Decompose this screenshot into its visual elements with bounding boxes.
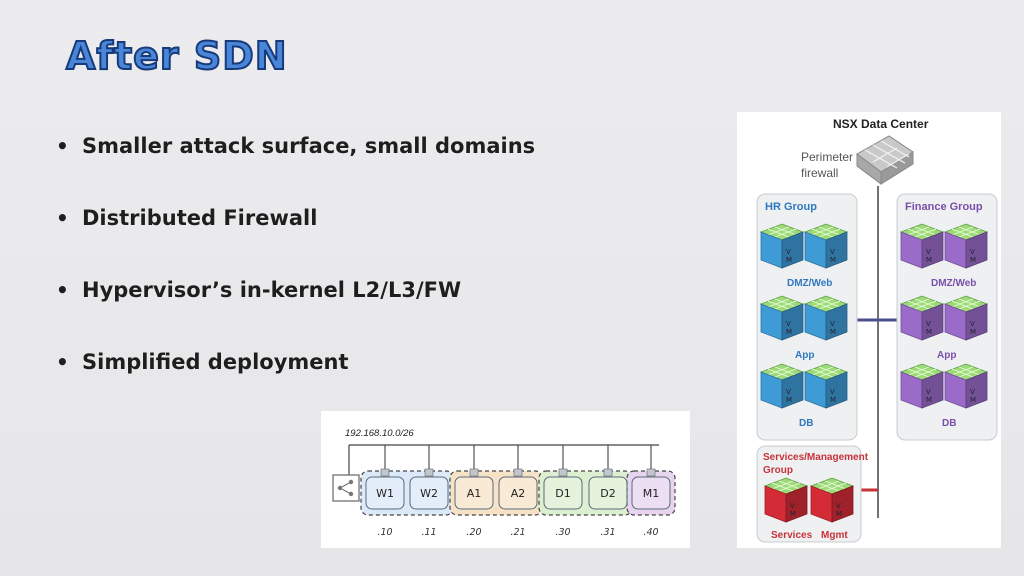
vm-node-address: .10 [377,527,392,538]
vm-letter-v: V [836,502,841,510]
hr-vm-icon: VM [759,295,805,341]
vm-node-label: D2 [600,487,615,500]
vm-letter-m: M [830,396,836,404]
hr-vm-icon: VM [759,363,805,409]
finance-vm-icon: VM [899,295,945,341]
finance-tier-label: App [937,350,956,361]
subnet-label: 192.168.10.0/26 [345,428,414,439]
services-group-label: Services/Management [763,452,869,463]
vm-node-label: W2 [420,487,438,500]
vm-node-address: .20 [466,527,481,538]
vm-node: M1 [631,445,671,510]
finance-tier-label: DMZ/Web [931,278,976,289]
hr-tier-label: App [795,350,814,361]
finance-vm-icon: VM [943,223,989,269]
bullet-list: Smaller attack surface, small domains Di… [56,128,535,416]
vm-letter-v: V [786,388,791,396]
vm-letter-v: V [926,320,931,328]
vm-node-address: .11 [421,527,436,538]
finance-tier-label: DB [942,418,956,429]
bullet-item: Hypervisor’s in-kernel L2/L3/FW [56,272,535,344]
vm-letter-v: V [786,248,791,256]
vm-letter-m: M [786,328,792,336]
vm-letter-v: V [830,388,835,396]
vm-letter-v: V [926,248,931,256]
vm-node-label: A1 [467,487,482,500]
vm-node: W2 [409,445,449,510]
node-layer: W1 .10 W2 .11 A1 .20 A2 .21 D1 .30 D2 .31 M1 .40 [360,445,676,538]
vm-letter-m: M [926,328,932,336]
nsx-diagram-svg: NSX Data Center Perimeter firewall HR Gr… [756,117,998,543]
hr-vm-icon: VM [803,295,849,341]
services-vm-icon: VM [809,477,855,523]
switch-icon [332,474,360,502]
vm-node-address: .40 [643,527,658,538]
vm-letter-m: M [790,510,796,518]
hr-group-label: HR Group [765,201,817,213]
vm-letter-v: V [830,320,835,328]
vm-letter-m: M [970,396,976,404]
hr-vm-icon: VM [759,223,805,269]
slide-title: After SDN [65,33,288,79]
nsx-title: NSX Data Center [833,117,929,131]
finance-vm-icon: VM [943,295,989,341]
network-diagram-svg: 192.168.10.0/26 W1 .10 W2 .11 A1 .20 A2 .21 D1 .3… [332,428,676,538]
finance-vm-icon: VM [899,363,945,409]
vm-node: D2 [588,445,628,510]
vm-node-address: .21 [510,527,525,538]
nsx-diagram: NSX Data Center Perimeter firewall HR Gr… [737,112,1001,548]
security-group-box [449,470,543,516]
finance-vm-icon: VM [943,363,989,409]
vm-node-label: M1 [643,487,660,500]
vm-letter-v: V [830,248,835,256]
finance-group-label: Finance Group [905,201,983,213]
finance-vm-icon: VM [899,223,945,269]
bullet-item: Distributed Firewall [56,200,535,272]
vm-node-label: A2 [511,487,526,500]
vm-letter-v: V [970,320,975,328]
vm-letter-m: M [786,396,792,404]
vm-node: A2 [498,445,538,510]
services-label: Services [771,530,813,541]
hr-tier-label: DMZ/Web [787,278,832,289]
bullet-item: Smaller attack surface, small domains [56,128,535,200]
services-group-label-2: Group [763,465,793,476]
vm-letter-v: V [970,388,975,396]
services-vm-icon: VM [763,477,809,523]
vm-letter-m: M [786,256,792,264]
vm-letter-m: M [926,396,932,404]
vm-node: W1 [365,445,405,510]
vm-letter-v: V [926,388,931,396]
vm-letter-m: M [830,328,836,336]
hr-tier-label: DB [799,418,813,429]
vm-letter-m: M [970,256,976,264]
vm-node-address: .31 [600,527,615,538]
bullet-item: Simplified deployment [56,344,535,416]
vm-node: A1 [454,445,494,510]
vm-letter-v: V [786,320,791,328]
perimeter-label: Perimeter [801,150,853,164]
vm-letter-v: V [790,502,795,510]
vm-letter-v: V [970,248,975,256]
vm-letter-m: M [836,510,842,518]
security-group-box [538,470,633,516]
vm-node-label: D1 [555,487,570,500]
vm-node: D1 [543,445,583,510]
mgmt-label: Mgmt [821,530,848,541]
hr-vm-icon: VM [803,363,849,409]
perimeter-label-2: firewall [801,166,838,180]
perimeter-firewall-icon [856,135,914,185]
vm-letter-m: M [970,328,976,336]
vm-letter-m: M [830,256,836,264]
vm-node-address: .30 [555,527,570,538]
vm-node-label: W1 [376,487,394,500]
vm-letter-m: M [926,256,932,264]
security-group-box [360,470,454,516]
network-diagram: 192.168.10.0/26 W1 .10 W2 .11 A1 .20 A2 .21 D1 .3… [321,411,690,548]
hr-vm-icon: VM [803,223,849,269]
